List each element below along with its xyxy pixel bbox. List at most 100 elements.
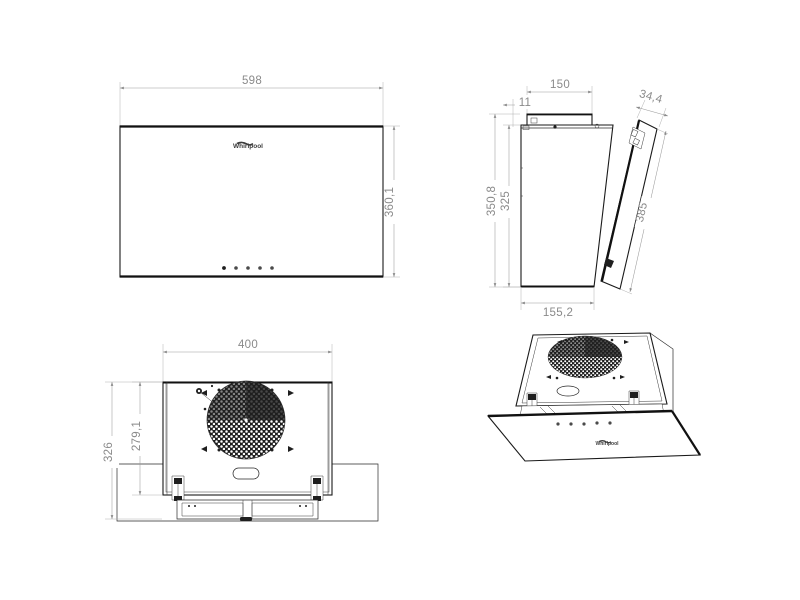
iso-filter-tick-2 [547, 405, 557, 415]
front-control-panel[interactable] [222, 266, 274, 270]
plan-depth-total-dimension: 326 [103, 442, 115, 462]
side-chimney-detail-a [530, 117, 538, 124]
iso-fan-grille [547, 335, 623, 379]
iso-control-dot-2[interactable] [569, 422, 573, 426]
side-chimney-offset-dimension: 11 [519, 97, 532, 109]
side-glass-pivot-pin [606, 259, 612, 265]
plan-fan-blades [207, 381, 285, 420]
plan-fan-screw [196, 388, 216, 405]
plan-fan-blade-2 [207, 381, 246, 420]
side-view: 150 11 [486, 76, 669, 319]
plan-filter-dot-1 [188, 505, 190, 507]
iso-fan-blade-1 [585, 336, 622, 357]
plan-fixing-dot-3 [217, 448, 221, 452]
plan-fan-screw-slot [197, 389, 201, 393]
iso-glass-right-edge [671, 410, 701, 456]
plan-filter-dot-3 [299, 505, 301, 507]
side-150-label-bg [542, 76, 578, 90]
whirlpool-swirl-front [236, 141, 254, 146]
plan-mount-marker-tr [288, 390, 294, 396]
whirlpool-logo-iso-text: Whirlpool [595, 441, 619, 447]
iso-fixing-dot-3 [555, 376, 559, 380]
iso-mount-marker-tl [557, 340, 562, 344]
iso-fixing-dot-1 [564, 338, 568, 342]
side-11-label-bg [515, 95, 537, 109]
iso-fixing-dot-2 [610, 338, 614, 342]
plan-mount-marker-tl [201, 390, 207, 396]
iso-control-dot-4[interactable] [595, 421, 599, 425]
control-dot-1[interactable] [222, 266, 226, 270]
plan-filter-tray-outline [176, 499, 319, 520]
plan-fixing-dot-2 [270, 388, 274, 392]
iso-mount-marker-tr [624, 340, 629, 344]
iso-control-panel[interactable] [556, 421, 612, 426]
whirlpool-logo-iso: Whirlpool [595, 440, 619, 447]
side-1552-label-bg [537, 304, 579, 318]
plan-filter-handle [240, 517, 252, 521]
plan-mount-marker-bl [201, 446, 207, 452]
side-body-fastener-2 [594, 123, 600, 129]
front-width-dimension: 598 [242, 75, 262, 87]
iso-top-deck-inner [521, 335, 663, 404]
iso-fan-blades [548, 336, 622, 357]
side-bottom-depth-dimension: 155,2 [543, 307, 573, 319]
isometric-view: Whirlpool [486, 332, 701, 462]
plan-hinge-left [171, 475, 185, 501]
iso-hinge-right-cap [630, 392, 638, 398]
plan-hinge-left-cap [174, 478, 182, 484]
iso-glass-panel [486, 410, 701, 462]
side-385-label-bg [634, 195, 656, 231]
plan-fan-blade-1 [246, 381, 285, 420]
front-height-label-bg [386, 180, 400, 224]
plan-fixing-dot-1 [217, 388, 221, 392]
front-glass-panel [119, 125, 384, 278]
plan-depth-body-dimension: 279,1 [131, 421, 143, 451]
plan-hinge-right [310, 475, 324, 501]
plan-mount-marker-br [288, 446, 294, 452]
control-dot-4[interactable] [258, 266, 262, 270]
plan-filter-tray [176, 499, 319, 521]
side-top-depth-dimension: 150 [550, 79, 570, 91]
plan-fan-screw-shaft [199, 391, 216, 405]
side-325-label-bg [502, 186, 516, 218]
whirlpool-swirl-iso [598, 440, 612, 444]
control-dot-3[interactable] [246, 266, 250, 270]
plan-2791-label-bg [133, 414, 147, 456]
plan-fan-rim [206, 380, 286, 460]
iso-oval-slot [556, 385, 580, 397]
plan-filter-dot-2 [194, 505, 196, 507]
side-total-height-dimension: 350,8 [486, 186, 498, 216]
iso-mount-marker-br [620, 375, 625, 379]
iso-control-dot-5[interactable] [608, 421, 612, 425]
iso-control-dot-1[interactable] [556, 422, 560, 426]
plan-width-dimension: 400 [238, 339, 258, 351]
side-body-bracket [522, 125, 530, 130]
whirlpool-logo-front: Whirlpool [233, 141, 263, 150]
front-height-dimension: 360,1 [384, 187, 396, 217]
plan-fixing-dot-6 [210, 384, 214, 388]
side-glass-thickness-dimline [635, 106, 669, 117]
iso-glass-top-edge [487, 409, 673, 418]
iso-control-dot-3[interactable] [582, 422, 586, 426]
iso-fan-rim [547, 335, 623, 379]
plan-oval-slot [232, 467, 260, 480]
iso-hinge-left-cap [528, 394, 536, 400]
side-body-fastener-1 [553, 125, 557, 129]
control-dot-5[interactable] [270, 266, 274, 270]
side-3508-label-bg [488, 180, 502, 222]
iso-fan-blade-2 [548, 336, 585, 357]
front-view: 598 Whirlpool 360,1 [119, 72, 400, 278]
plan-fixing-dot-4 [270, 448, 274, 452]
plan-fan-hub [244, 418, 248, 422]
plan-view: 400 [103, 336, 379, 522]
side-glass-length-dimension: 385 [634, 201, 650, 223]
side-body-height-dimension: 325 [500, 191, 512, 211]
plan-326-label-bg [105, 436, 119, 468]
control-dot-2[interactable] [234, 266, 238, 270]
plan-filter-dot-4 [305, 505, 307, 507]
plan-fan-grille [206, 380, 286, 460]
side-ext-385-bot [619, 288, 633, 295]
plan-400-label-bg [232, 336, 264, 350]
